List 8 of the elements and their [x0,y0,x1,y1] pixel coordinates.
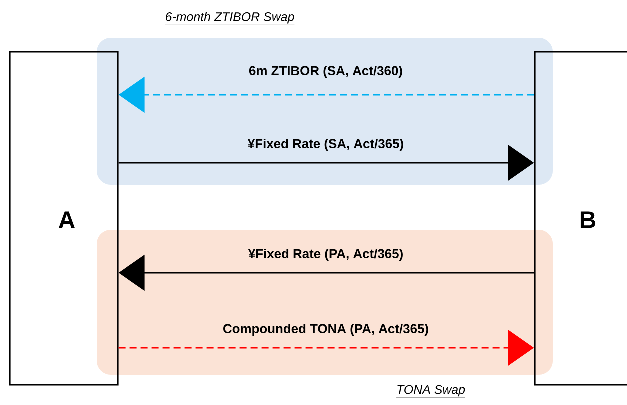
edge-label: Compounded TONA (PA, Act/365) [222,322,430,338]
edge-label: ¥Fixed Rate (SA, Act/365) [246,138,406,152]
swap-heading: 6-month ZTIBOR Swap [165,12,295,26]
edge-label: ¥Fixed Rate (PA, Act/365) [247,248,405,262]
swap-heading: TONA Swap [396,385,466,398]
party-box: B [534,51,627,386]
edge-label: 6m ZTIBOR (SA, Act/360) [248,64,404,80]
party-box: A [9,51,119,386]
